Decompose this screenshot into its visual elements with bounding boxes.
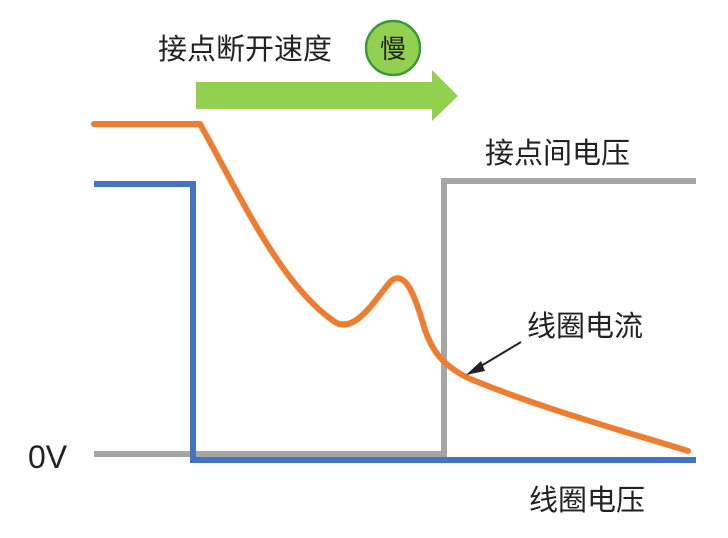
coil-current-label: 线圈电流 [527, 309, 643, 343]
annotation-arrow [466, 341, 522, 375]
slow-badge: 慢 [364, 19, 422, 77]
annotation-arrowhead [466, 361, 485, 375]
contact-voltage-line [94, 178, 696, 457]
coil-voltage-label: 线圈电压 [529, 483, 645, 517]
coil-voltage-line [94, 181, 696, 463]
slow-badge-text: 慢 [380, 35, 406, 65]
slow-badge-circle [364, 19, 422, 77]
zero-volt-label: 0V [28, 439, 68, 475]
contact-voltage-label: 接点间电压 [485, 136, 630, 170]
annotation-arrow-shaft [475, 341, 522, 370]
direction-arrow [196, 70, 458, 121]
coil-current-line [91, 121, 691, 454]
speed-label: 接点断开速度 [158, 32, 332, 66]
